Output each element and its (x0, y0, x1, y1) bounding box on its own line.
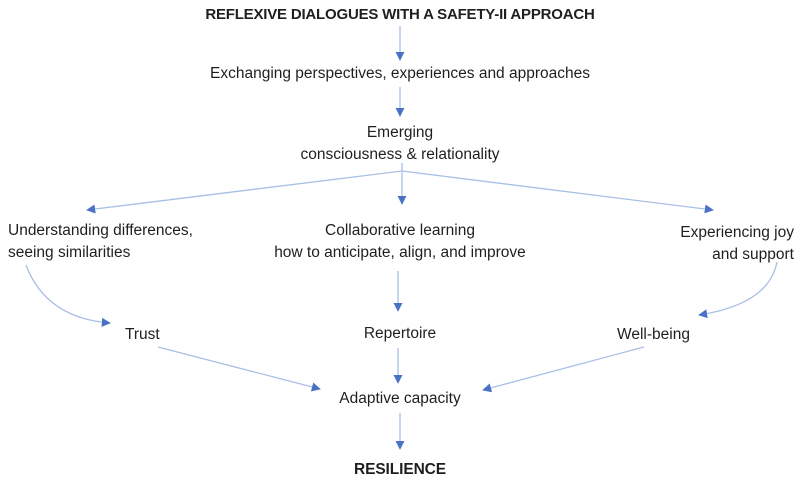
node-exchanging-perspectives: Exchanging perspectives, experiences and… (210, 65, 590, 82)
node-adaptive-capacity: Adaptive capacity (339, 390, 461, 407)
node-understanding-line2: seeing similarities (8, 244, 131, 261)
arrow-wellbeing-to-adaptive (482, 346, 645, 393)
arrow-understanding-to-trust (25, 264, 111, 327)
node-repertoire: Repertoire (363, 325, 437, 342)
node-experiencing-line2: and support (712, 246, 794, 263)
arrow-experiencing-to-wellbeing (698, 261, 778, 319)
arrow-emerging-to-experiencing (401, 170, 714, 214)
node-collaborative-line2: how to anticipate, align, and improve (274, 244, 526, 261)
node-emerging-line2: consciousness & relationality (300, 146, 500, 163)
diagram-title: REFLEXIVE DIALOGUES WITH A SAFETY-II APP… (205, 6, 595, 23)
node-experiencing-joy: Experiencing joy and support (680, 222, 794, 266)
arrow-emerging-to-understanding (86, 170, 403, 214)
node-experiencing-line1: Experiencing joy (680, 224, 794, 241)
node-resilience: RESILIENCE (353, 461, 446, 478)
node-wellbeing: Well-being (617, 326, 690, 343)
node-collaborative-line1: Collaborative learning (325, 222, 475, 239)
node-trust: Trust (125, 326, 160, 343)
node-emerging-line1: Emerging (366, 124, 434, 141)
node-collaborative-learning: Collaborative learning how to anticipate… (0, 220, 800, 264)
node-understanding-differences: Understanding differences, seeing simila… (8, 220, 193, 264)
node-emerging-consciousness: Emerging consciousness & relationality (0, 122, 800, 166)
node-understanding-line1: Understanding differences, (8, 222, 193, 239)
arrow-trust-to-adaptive (157, 346, 321, 392)
